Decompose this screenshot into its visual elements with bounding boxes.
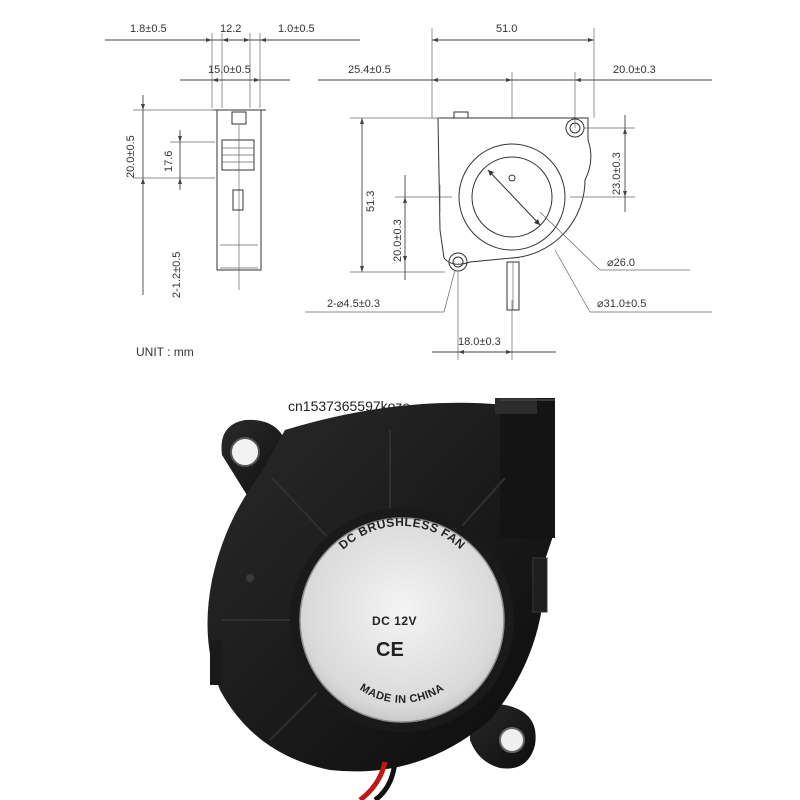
svg-text:CE: CE <box>376 639 404 661</box>
dim-inlet-diameter: ⌀26.0 <box>607 257 635 269</box>
dim-overall-width: 51.0 <box>496 23 517 35</box>
dim-mount-holes: 2-⌀4.5±0.3 <box>327 298 380 310</box>
dim-height-outer: 20.0±0.5 <box>125 135 137 178</box>
unit-label: UNIT : mm <box>136 345 194 359</box>
dim-total-width: 15.0±0.5 <box>208 64 251 76</box>
dim-bottom-offset: 18.0±0.3 <box>458 336 501 348</box>
dim-right-offset: 20.0±0.3 <box>613 64 656 76</box>
watermark: cn1537365597koze <box>288 398 410 414</box>
label-line2: DC 12V <box>372 614 417 628</box>
ce-mark: CE <box>376 639 404 661</box>
dim-lower: 2-1.2±0.5 <box>171 252 183 298</box>
dim-left-offset: 25.4±0.5 <box>348 64 391 76</box>
side-view: 1.8±0.5 12.2 1.0±0.5 15.0±0.5 20.0±0.5 1… <box>105 23 360 298</box>
dim-right-gap: 1.0±0.5 <box>278 23 315 35</box>
fan-photo: DC BRUSHLESS FAN DC 12V CE MADE IN CHINA <box>207 398 555 800</box>
dim-left-gap: 1.8±0.5 <box>130 23 167 35</box>
dim-housing-diameter: ⌀31.0±0.5 <box>597 298 646 310</box>
dim-hole-spacing-v: 23.0±0.3 <box>611 152 623 195</box>
dim-height-inner: 17.6 <box>163 151 175 172</box>
dim-width: 12.2 <box>220 23 241 35</box>
dim-height: 51.3 <box>365 191 377 212</box>
front-view: 51.0 25.4±0.5 20.0±0.3 51.3 <box>305 23 712 360</box>
dim-inner-height: 20.0±0.3 <box>392 219 404 262</box>
